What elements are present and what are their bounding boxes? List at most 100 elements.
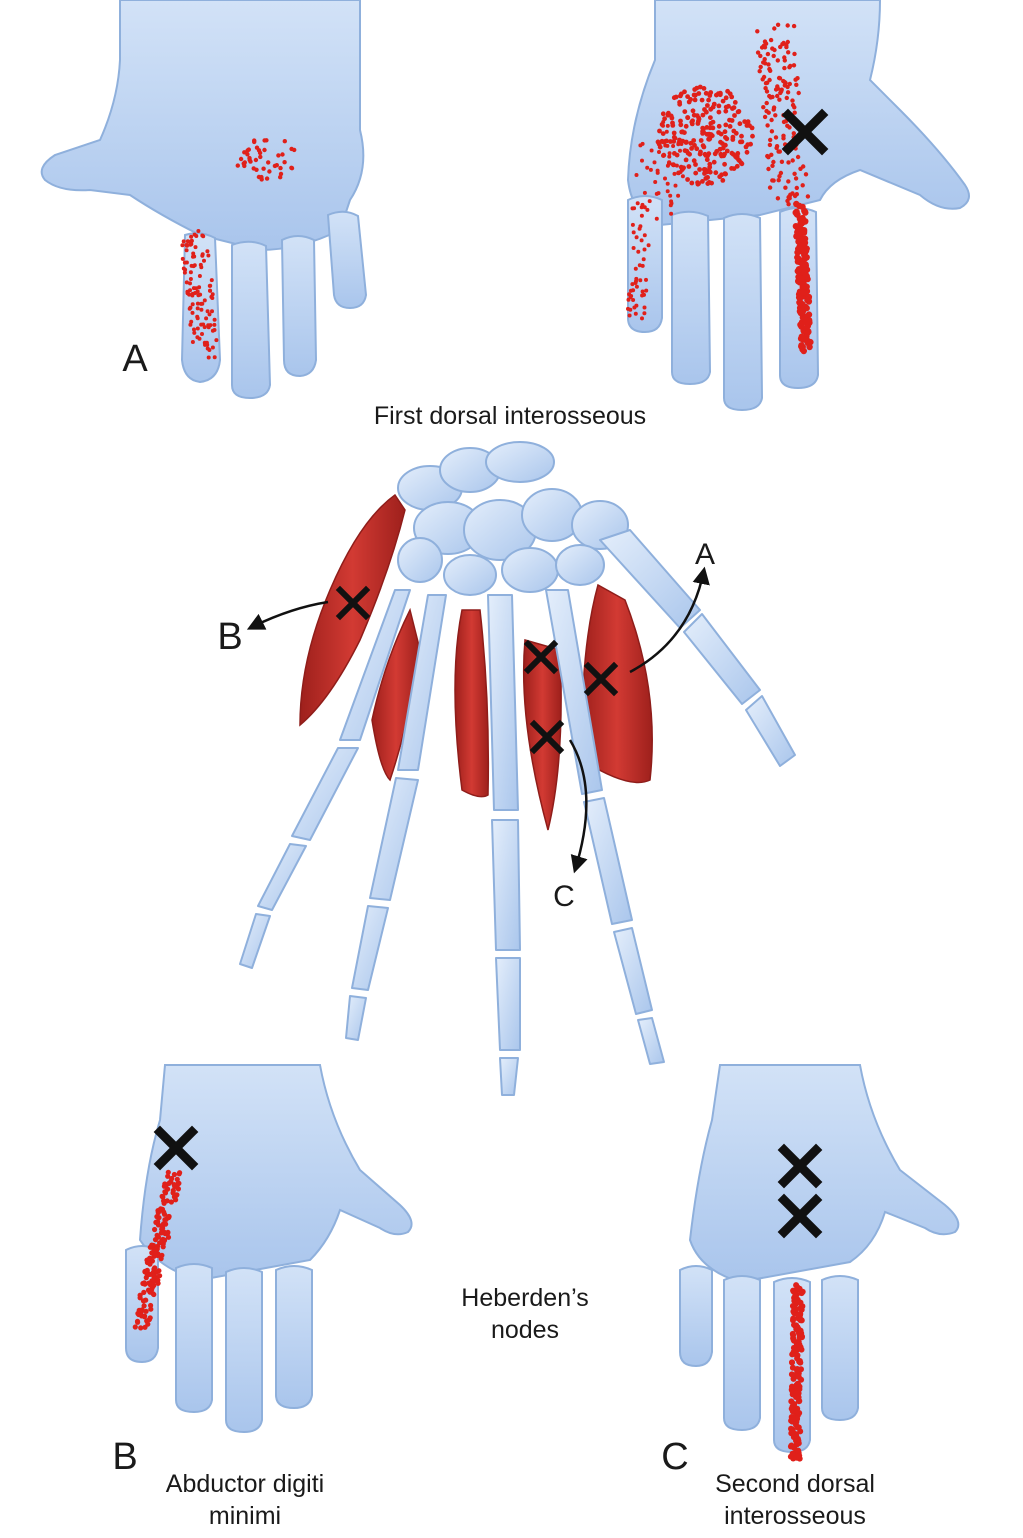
pain-dot bbox=[181, 266, 186, 271]
pain-dot bbox=[755, 29, 760, 34]
pain-dot bbox=[212, 355, 217, 360]
pain-dot bbox=[141, 1303, 147, 1309]
pain-dot bbox=[185, 291, 190, 296]
pain-dot bbox=[758, 53, 763, 59]
pain-dot bbox=[184, 280, 189, 285]
pain-dot bbox=[645, 207, 650, 212]
pain-dot bbox=[147, 1315, 153, 1321]
pain-dot bbox=[784, 95, 789, 101]
pain-dot bbox=[791, 1321, 797, 1328]
pain-dot bbox=[769, 129, 775, 134]
pain-dot bbox=[706, 180, 712, 185]
pain-dot bbox=[692, 97, 698, 103]
pain-dot bbox=[759, 45, 765, 50]
pain-dot bbox=[723, 104, 729, 110]
pain-dot bbox=[644, 288, 649, 293]
pain-dot bbox=[691, 158, 697, 164]
pain-dot bbox=[749, 125, 755, 131]
pain-dot bbox=[776, 178, 781, 183]
pain-dot bbox=[175, 1181, 181, 1187]
pain-dot bbox=[712, 151, 718, 157]
pain-dot bbox=[139, 1307, 145, 1313]
pain-dots-bottom-right bbox=[787, 1282, 806, 1462]
panel-letter-a: A bbox=[122, 338, 148, 380]
pain-dots-top-left bbox=[180, 138, 297, 360]
pain-dot bbox=[789, 1383, 795, 1390]
pain-dot bbox=[668, 139, 673, 144]
pain-dot bbox=[682, 89, 687, 95]
pain-dot bbox=[750, 133, 755, 139]
pain-dot bbox=[802, 271, 809, 278]
caption-second-dorsal-line1: Second dorsal bbox=[715, 1470, 875, 1498]
pain-dot bbox=[790, 1344, 797, 1351]
pain-dot bbox=[792, 223, 800, 230]
pain-dot bbox=[692, 92, 698, 98]
pain-dot bbox=[254, 167, 259, 172]
pain-dot bbox=[163, 1221, 169, 1227]
pain-dot bbox=[266, 160, 271, 165]
pain-dot bbox=[791, 63, 797, 68]
pain-dot bbox=[786, 202, 791, 207]
pain-dot bbox=[773, 87, 779, 92]
pain-dot bbox=[660, 131, 666, 137]
pain-dot bbox=[180, 256, 185, 261]
pain-dot bbox=[781, 78, 786, 84]
pain-dot bbox=[782, 83, 787, 88]
pain-dot bbox=[195, 306, 200, 311]
pain-dot bbox=[706, 97, 711, 103]
pain-dot bbox=[673, 183, 678, 188]
pain-dot bbox=[707, 125, 713, 131]
pain-dot bbox=[155, 1234, 162, 1240]
pain-dot bbox=[686, 99, 692, 105]
pain-dot bbox=[767, 142, 773, 148]
pain-dot bbox=[196, 293, 201, 298]
pain-dot bbox=[657, 150, 661, 154]
pain-dot bbox=[767, 77, 772, 83]
pain-dot bbox=[160, 1236, 166, 1242]
pain-dot bbox=[188, 281, 192, 286]
pain-dot bbox=[652, 160, 657, 165]
pain-dot bbox=[148, 1306, 154, 1312]
pain-dot bbox=[142, 1324, 148, 1330]
pain-dot bbox=[786, 50, 791, 55]
pain-dot bbox=[716, 123, 722, 129]
pain-dot bbox=[669, 199, 674, 204]
pain-dot bbox=[766, 110, 771, 115]
pain-dot bbox=[716, 130, 721, 135]
pain-dot bbox=[760, 77, 765, 82]
pain-dot bbox=[199, 301, 204, 306]
pain-dot bbox=[696, 116, 702, 122]
pain-dot bbox=[723, 108, 729, 114]
pain-dot bbox=[737, 121, 743, 127]
pain-dot bbox=[805, 293, 813, 301]
pain-dot bbox=[171, 1171, 177, 1178]
pain-dot bbox=[793, 1432, 800, 1439]
pain-dot bbox=[640, 316, 644, 321]
pain-dot bbox=[720, 98, 726, 104]
hand-bottom-right bbox=[679, 1064, 960, 1454]
pain-dot bbox=[633, 281, 638, 285]
pain-dot bbox=[642, 311, 647, 316]
pain-dot bbox=[805, 194, 811, 199]
pain-dot bbox=[628, 307, 633, 312]
pain-dot bbox=[795, 294, 803, 301]
pain-dot bbox=[694, 85, 700, 91]
pain-dots-bottom-left bbox=[132, 1169, 183, 1331]
pain-dot bbox=[155, 1243, 161, 1249]
pain-dot bbox=[700, 143, 706, 149]
pain-dot bbox=[642, 292, 646, 297]
pain-dot bbox=[797, 1327, 804, 1334]
pain-dot bbox=[717, 146, 723, 152]
pain-dot bbox=[786, 179, 791, 184]
pain-dot bbox=[678, 93, 683, 99]
caption-abductor-digiti-minimi: Abductor digiti minimi bbox=[130, 1468, 360, 1532]
pain-dot bbox=[700, 131, 705, 136]
pain-dot bbox=[793, 210, 800, 218]
pain-dot bbox=[192, 232, 197, 237]
pain-dot bbox=[723, 142, 728, 148]
pain-dot bbox=[777, 76, 783, 81]
pain-dot bbox=[272, 163, 278, 169]
pain-dot bbox=[259, 177, 264, 182]
pain-dot bbox=[718, 139, 723, 145]
pain-dot bbox=[794, 254, 801, 261]
